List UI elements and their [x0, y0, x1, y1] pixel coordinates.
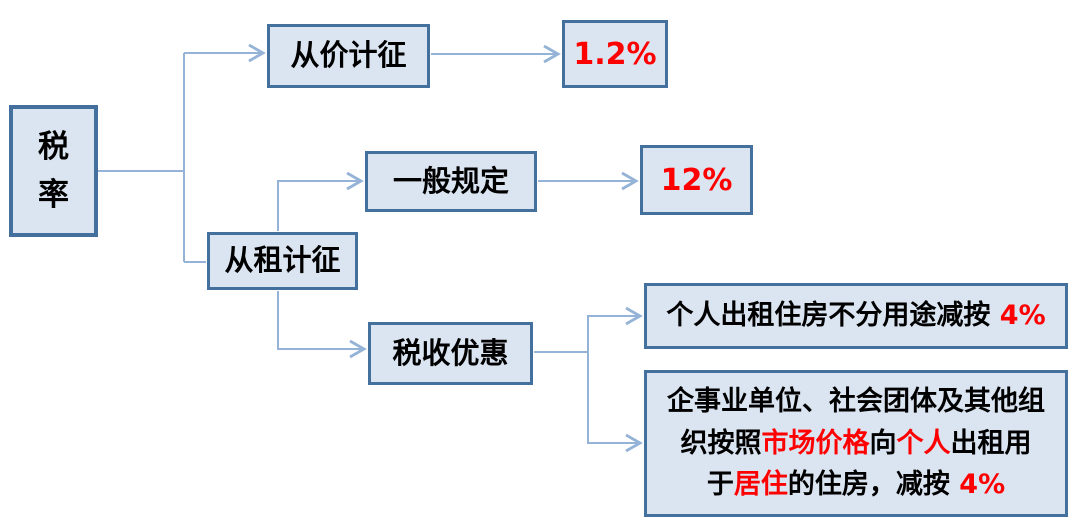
node-tax-rate: 税率	[9, 105, 98, 237]
edge-split-individual	[587, 306, 643, 352]
edge-byrent-incentive	[277, 291, 367, 359]
node-ad-valorem-label: 从价计征	[290, 38, 407, 73]
rate-12-label: 12%	[660, 162, 733, 198]
edge-byrent-general	[277, 171, 364, 231]
node-tax-incentive: 税收优惠	[368, 322, 533, 385]
node-ad-valorem: 从价计征	[267, 24, 430, 88]
node-general-rule: 一般规定	[365, 151, 537, 212]
node-incentive-individual: 个人出租住房不分用途减按 4%	[644, 283, 1068, 349]
incentive-individual-text: 个人出租住房不分用途减按 4%	[666, 300, 1046, 332]
node-rate-1.2-percent: 1.2%	[562, 20, 668, 88]
rate-1.2-label: 1.2%	[573, 36, 657, 72]
incentive-organization-text: 企事业单位、社会团体及其他组 织按照市场价格向个人出租用 于居住的住房，减按 4…	[667, 385, 1045, 501]
node-rate-12-percent: 12%	[640, 145, 753, 215]
node-general-rule-label: 一般规定	[392, 163, 509, 198]
node-by-rent: 从租计征	[207, 232, 358, 290]
node-incentive-organization: 企事业单位、社会团体及其他组 织按照市场价格向个人出租用 于居住的住房，减按 4…	[644, 370, 1068, 517]
node-by-rent-label: 从租计征	[224, 243, 341, 278]
node-tax-incentive-label: 税收优惠	[392, 335, 509, 370]
node-tax-rate-label: 税率	[38, 128, 69, 213]
edge-split-org	[587, 352, 643, 453]
